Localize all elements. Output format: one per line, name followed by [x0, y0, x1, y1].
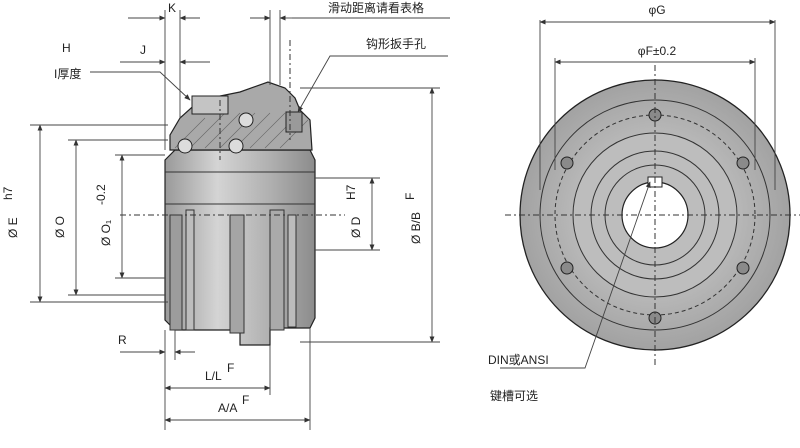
label-dia-b: Ø B/B	[409, 212, 423, 244]
top-ring	[191, 95, 229, 115]
label-keyway-optional: 键槽可选	[490, 389, 538, 403]
label-a: A/A	[218, 401, 237, 415]
label-dia-d-tolerance: H7	[344, 184, 358, 200]
label-dia-b-suffix: F	[403, 193, 417, 200]
label-h: H	[62, 41, 71, 55]
label-i-thickness: I厚度	[54, 66, 81, 81]
ball-2	[228, 138, 244, 154]
label-dia-e: Ø E	[6, 217, 20, 238]
label-dia-o: Ø O	[53, 216, 67, 238]
side-view	[30, 10, 450, 430]
label-hook-wrench-hole: 钩形扳手孔	[366, 37, 426, 51]
label-l-suffix: F	[227, 361, 234, 375]
ball-1	[177, 138, 193, 154]
label-slide-distance: 滑动距离请看表格	[328, 0, 424, 15]
bolt-holes	[560, 108, 750, 325]
front-view	[500, 19, 800, 369]
ring-1	[539, 99, 771, 331]
label-dia-e-tolerance: h7	[1, 186, 15, 200]
label-dia-o1-tolerance: -0.2	[94, 184, 108, 205]
label-l: L/L	[205, 369, 222, 383]
wrench-hole	[285, 111, 303, 133]
label-r: R	[118, 333, 127, 347]
label-j: J	[140, 43, 146, 57]
label-dia-o1: Ø O₁	[99, 220, 113, 246]
label-k: K	[168, 1, 176, 15]
hub-grooves	[169, 209, 297, 334]
label-din-ansi: DIN或ANSI	[488, 353, 549, 367]
label-dia-d: Ø D	[349, 216, 363, 238]
label-a-suffix: F	[242, 393, 249, 407]
label-phi-f: φF±0.2	[638, 44, 677, 58]
label-phi-g: φG	[648, 3, 665, 17]
ball-3	[238, 112, 254, 128]
